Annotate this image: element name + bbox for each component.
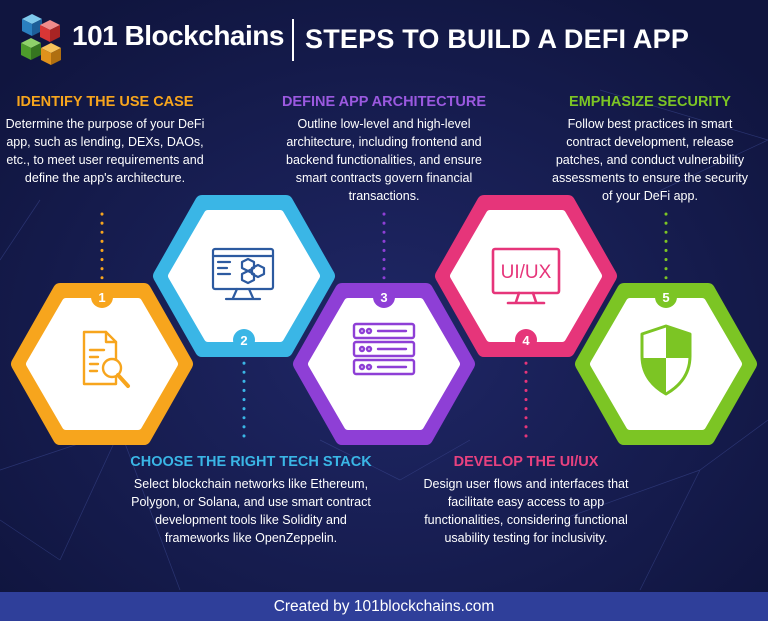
step-4-hexagon (435, 195, 617, 357)
monitor-code-icon (211, 247, 275, 301)
step-5-heading: EMPHASIZE SECURITY (569, 94, 731, 110)
step-2-number: 2 (240, 333, 247, 348)
ui-ux-monitor-icon (491, 247, 561, 305)
step-4-heading: DEVELOP THE UI/UX (453, 454, 599, 470)
step-1-description: Determine the purpose of your DeFi app, … (5, 117, 205, 185)
step-3-number: 3 (380, 290, 387, 305)
document-search-icon (82, 330, 130, 388)
step-2-hexagon (153, 195, 335, 357)
step-1-badge (91, 286, 113, 308)
footer-credit: Created by 101blockchains.com (0, 592, 768, 621)
step-5-description: Follow best practices in smart contract … (552, 117, 748, 203)
step-3-text: DEFINE APP ARCHITECTURE Outline low-leve… (274, 94, 494, 205)
step-1-number: 1 (98, 290, 105, 305)
step-3-description: Outline low-level and high-level archite… (286, 117, 482, 203)
brand-name: 101 Blockchains (72, 20, 284, 51)
header: 101 Blockchains STEPS TO BUILD A DEFI AP… (0, 0, 768, 80)
step-2-heading: CHOOSE THE RIGHT TECH STACK (130, 454, 372, 470)
step-4-text: DEVELOP THE UI/UX Design user flows and … (410, 454, 642, 547)
header-divider (292, 19, 294, 61)
step-1-hexagon (11, 283, 193, 445)
step-4-description: Design user flows and interfaces that fa… (423, 477, 629, 545)
step-2-badge (233, 329, 255, 351)
step-5-text: EMPHASIZE SECURITY Follow best practices… (548, 94, 752, 205)
server-icon (352, 322, 416, 376)
ui-ux-label: UI/UX (501, 262, 552, 283)
shield-icon (640, 324, 692, 396)
step-2-description: Select blockchain networks like Ethereum… (131, 477, 371, 545)
step-1-heading: IDENTIFY THE USE CASE (16, 94, 194, 110)
step-3-hexagon (293, 283, 475, 445)
step-5-badge (655, 286, 677, 308)
step-1-text: IDENTIFY THE USE CASE Determine the purp… (5, 94, 205, 187)
step-3-badge (373, 286, 395, 308)
step-4-badge (515, 329, 537, 351)
step-2-text: CHOOSE THE RIGHT TECH STACK Select block… (126, 454, 376, 547)
step-3-heading: DEFINE APP ARCHITECTURE (281, 94, 487, 110)
page-title: STEPS TO BUILD A DEFI APP (305, 24, 690, 54)
step-5-number: 5 (662, 290, 669, 305)
step-4-number: 4 (522, 333, 530, 348)
cube-logo-icon (21, 14, 61, 65)
